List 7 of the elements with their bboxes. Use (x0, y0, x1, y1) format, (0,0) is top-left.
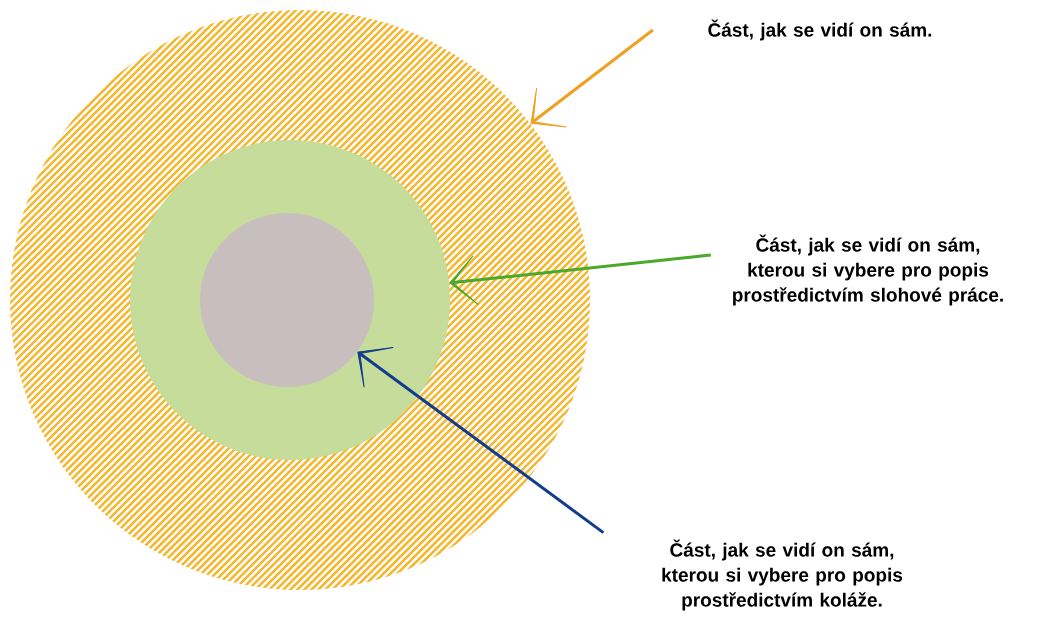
arrow (530, 28, 654, 128)
circle (200, 213, 374, 387)
callout-text: Část, jak se vidí on sám. (708, 19, 932, 41)
callout-text: Část, jak se vidí on sám, kterou si vybere pro popis prostředictvím koláže. (662, 539, 903, 611)
arrow (449, 253, 711, 306)
arrow (357, 347, 605, 534)
callout-text: Část, jak se vidí on sám, kterou si vybere pro popis prostředictvím slohové práce. (733, 234, 1003, 306)
